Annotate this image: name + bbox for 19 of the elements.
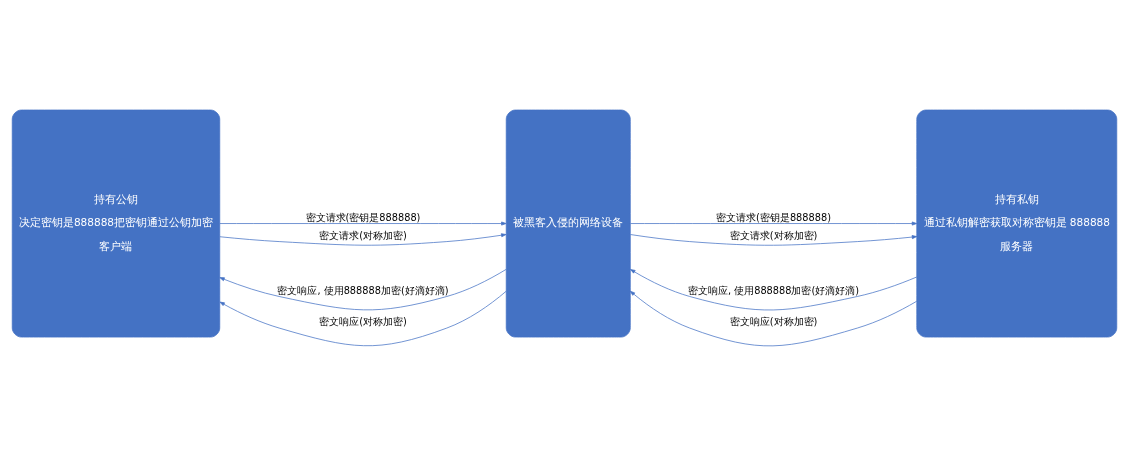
- edge-label: 密文请求(对称加密): [319, 229, 407, 241]
- arrow: [630, 221, 918, 225]
- node-box: 被黑客入侵的网络设备: [505, 109, 631, 337]
- edge-label: 密文请求(对称加密): [729, 229, 818, 241]
- node-box: 持有公钥 决定密钥是888888把密钥通过公钥加密 客户端: [11, 109, 221, 337]
- edge-label: 密文请求(密钥是888888): [716, 211, 831, 223]
- arrow: [629, 290, 918, 346]
- arrow: [219, 232, 507, 246]
- edge-label: 密文响应(对称加密): [729, 315, 818, 327]
- arrow: [219, 221, 507, 225]
- node-box: 持有私钥 通过私钥解密获取对称密钥是 888888 服务器: [916, 109, 1118, 337]
- arrow: [630, 233, 918, 246]
- edge-label: 密文请求(密钥是888888): [305, 211, 421, 223]
- edge-label: 密文响应(对称加密): [319, 315, 407, 327]
- edge-label: 密文响应, 使用888888加密(好滴好滴): [277, 284, 449, 296]
- arrow: [219, 290, 507, 346]
- arrow: [630, 268, 918, 310]
- arrow: [219, 268, 507, 310]
- edge-label: 密文响应, 使用888888加密(好滴好滴): [687, 284, 860, 296]
